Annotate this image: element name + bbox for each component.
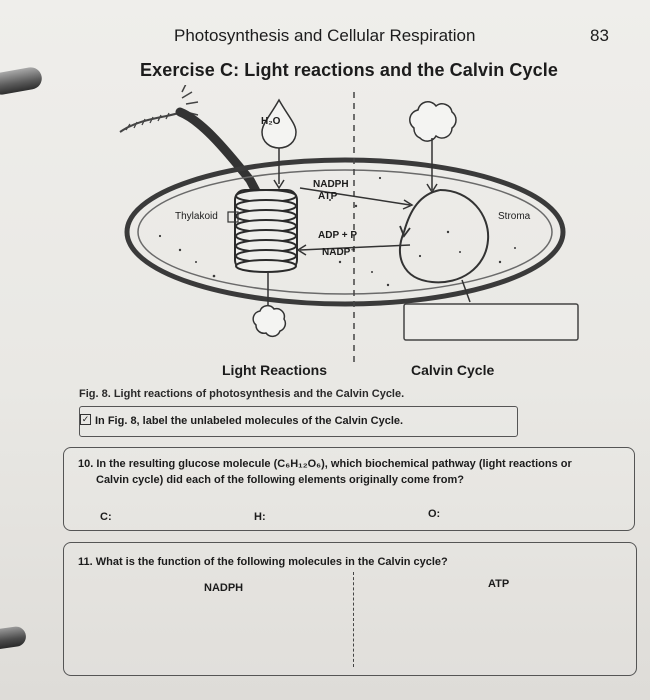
- calvin-cycle-loop: [399, 189, 490, 284]
- sun-icon: [119, 85, 199, 133]
- photosynthesis-diagram: [119, 85, 579, 365]
- label-adp-p: ADP + P: [318, 230, 357, 241]
- question-10-box: [63, 447, 635, 531]
- sugar-label-box[interactable]: [403, 303, 579, 341]
- water-drop-icon: [261, 98, 297, 190]
- question-10-line2: Calvin cycle) did each of the following …: [96, 474, 464, 486]
- oxygen-cloud-icon: [252, 272, 287, 337]
- exercise-title: Exercise C: Light reactions and the Calv…: [140, 60, 558, 80]
- label-stroma: Stroma: [498, 211, 531, 222]
- caption-light-reactions: Light Reactions: [222, 362, 328, 378]
- question-11-text: 11. What is the function of the followin…: [78, 556, 448, 568]
- instruction-box: [79, 406, 518, 437]
- label-thylakoid: Thylakoid: [175, 211, 218, 222]
- column-nadph-label: NADPH: [204, 582, 244, 594]
- checkbox-icon[interactable]: ✓: [80, 414, 91, 425]
- instruction-text: In Fig. 8, label the unlabeled molecules…: [95, 415, 404, 427]
- caption-calvin-cycle: Calvin Cycle: [411, 362, 495, 378]
- label-atp: ATP: [318, 191, 338, 202]
- label-nadp: NADP⁺: [322, 247, 356, 258]
- answer-hydrogen-label: H:: [254, 511, 266, 523]
- binder-ring-icon: [0, 625, 28, 651]
- page-header-title: Photosynthesis and Cellular Respiration: [174, 26, 476, 45]
- answer-carbon-label: C:: [100, 511, 112, 523]
- label-h2o: H₂O: [261, 116, 281, 127]
- column-divider: [353, 572, 354, 667]
- page-number: 83: [590, 26, 609, 45]
- label-nadph: NADPH: [313, 179, 349, 190]
- answer-oxygen-label: O:: [428, 508, 441, 520]
- figure-caption: Fig. 8. Light reactions of photosynthesi…: [79, 388, 405, 400]
- thylakoid-stack: [234, 189, 298, 273]
- question-11-box: [63, 542, 637, 676]
- column-atp-label: ATP: [488, 578, 510, 590]
- question-10-line1: 10. In the resulting glucose molecule (C…: [78, 458, 572, 470]
- co2-cloud-icon: [409, 101, 457, 194]
- question-10-text: 10. In the resulting glucose molecule (C…: [78, 456, 608, 488]
